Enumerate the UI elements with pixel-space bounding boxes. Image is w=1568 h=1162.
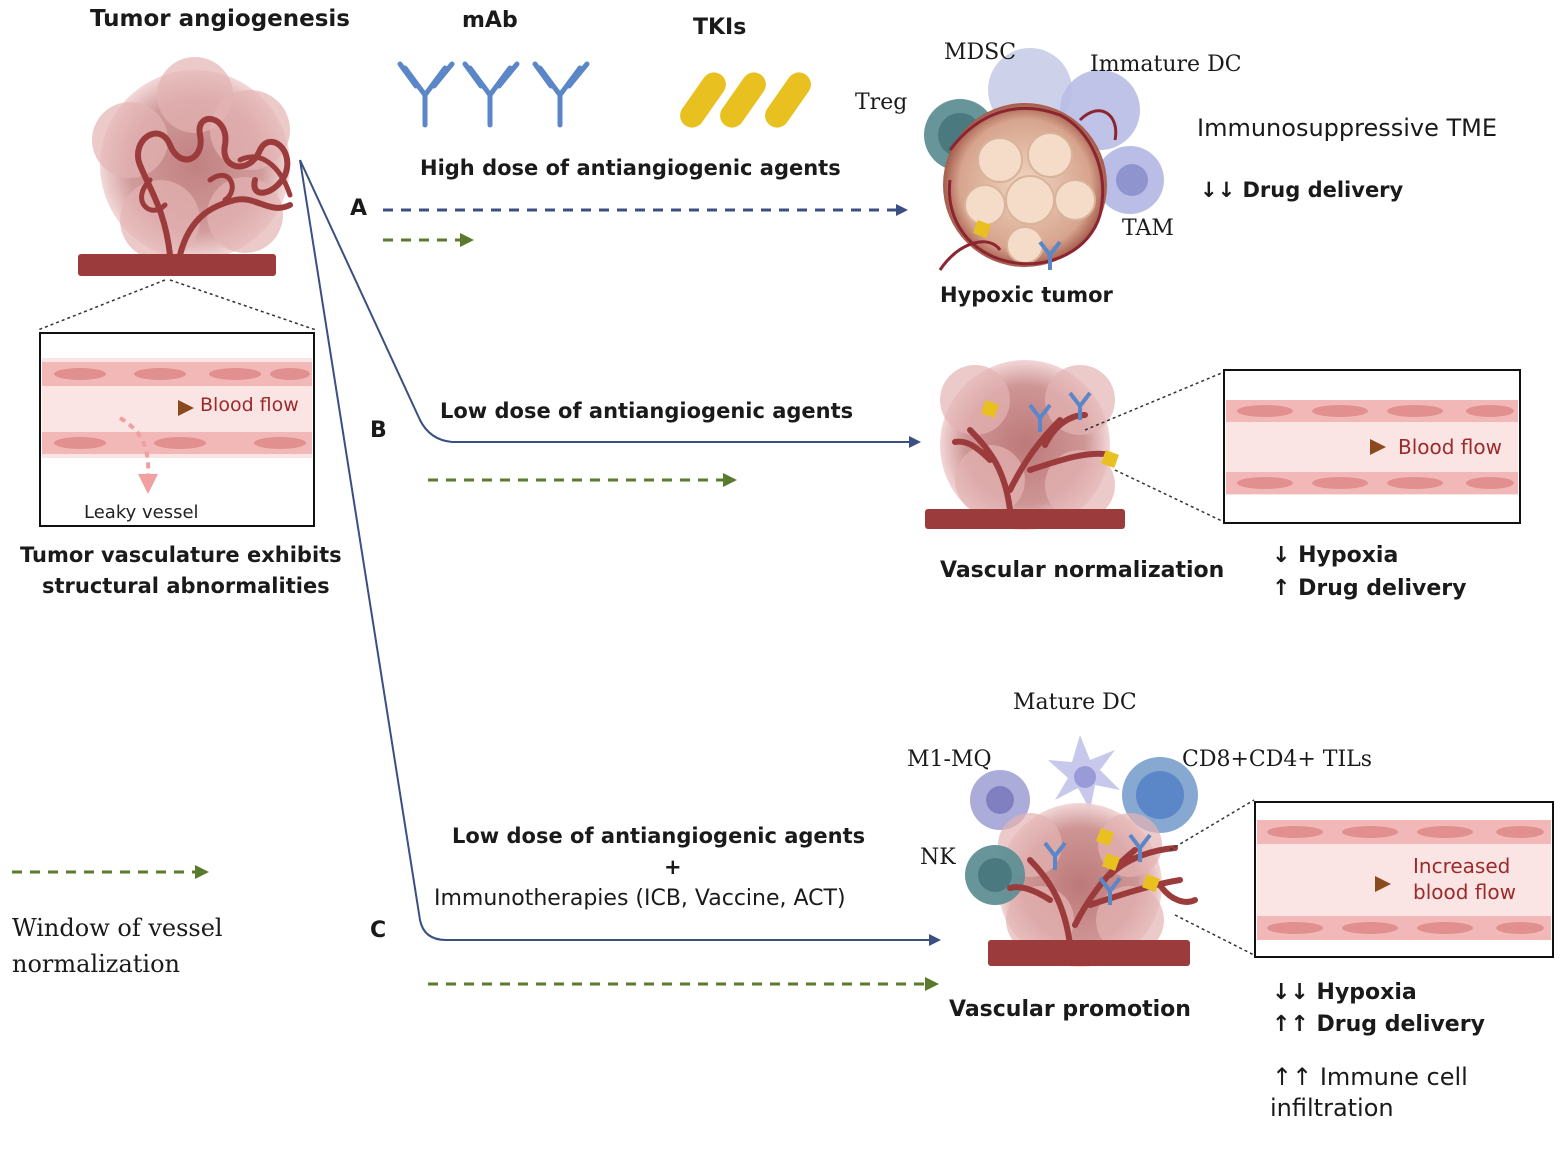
label-pathway-a: A (350, 196, 368, 221)
label-leaky-vessel: Leaky vessel (84, 502, 199, 523)
label-high-dose: High dose of antiangiogenic agents (420, 156, 841, 180)
label-treg: Treg (855, 90, 908, 115)
label-immature-dc: Immature DC (1090, 52, 1242, 77)
label-abnormal-line2: structural abnormalities (42, 574, 330, 598)
label-c-immune-line1: ↑↑ Immune cell (1272, 1063, 1468, 1091)
label-tam: TAM (1122, 216, 1174, 241)
label-tils: CD8+CD4+ TILs (1182, 747, 1373, 772)
tki-pill-icons (680, 72, 811, 128)
vascular-normalization-illustration (925, 360, 1125, 530)
label-mature-dc: Mature DC (1013, 690, 1137, 715)
label-c-plus: + (664, 855, 682, 879)
zoom-line-right (169, 279, 317, 331)
label-pathway-b: B (370, 418, 387, 443)
label-c-hypoxia: ↓↓ Hypoxia (1272, 980, 1417, 1005)
vascular-promotion-illustration (965, 735, 1198, 967)
label-mab: mAb (462, 8, 518, 33)
label-c-flow-line1: Increased (1413, 854, 1511, 878)
label-c-agent-line2: Immunotherapies (ICB, Vaccine, ACT) (434, 886, 846, 911)
label-c-agent-line1: Low dose of antiangiogenic agents (452, 824, 866, 848)
label-left-blood-flow: Blood flow (200, 394, 299, 416)
label-low-dose: Low dose of antiangiogenic agents (440, 399, 854, 423)
title-tumor-angiogenesis: Tumor angiogenesis (90, 6, 350, 32)
label-b-drug-delivery: ↑ Drug delivery (1272, 576, 1467, 601)
leaky-vessel-box (39, 332, 315, 527)
zoom-line-c-bottom (1174, 914, 1255, 956)
label-vascular-normalization: Vascular normalization (940, 558, 1225, 583)
mab-antibody-icons (397, 61, 590, 128)
label-hypoxic-tumor: Hypoxic tumor (940, 283, 1113, 307)
label-b-hypoxia: ↓ Hypoxia (1272, 543, 1399, 568)
label-mdsc: MDSC (944, 40, 1017, 65)
zoom-line-b-bottom (1114, 469, 1225, 523)
label-c-flow-line2: blood flow (1413, 880, 1516, 904)
label-c-immune-line2: infiltration (1270, 1094, 1394, 1122)
label-pathway-c: C (370, 918, 387, 943)
label-a-drug-delivery: ↓↓ Drug delivery (1200, 178, 1404, 202)
label-c-drug-delivery: ↑↑ Drug delivery (1272, 1012, 1485, 1037)
zoom-line-c-top (1169, 799, 1255, 851)
pathway-c-line (299, 159, 941, 946)
label-window-line2: normalization (12, 950, 180, 978)
label-nk: NK (920, 845, 956, 870)
label-b-blood-flow: Blood flow (1398, 435, 1502, 459)
tumor-angiogenesis-illustration (78, 57, 293, 276)
label-vascular-promotion: Vascular promotion (949, 997, 1191, 1022)
hypoxic-tumor-illustration (924, 48, 1164, 271)
zoom-line-b-top (1084, 371, 1225, 431)
label-immunosuppressive-tme: Immunosuppressive TME (1197, 114, 1498, 142)
label-abnormal-line1: Tumor vasculature exhibits (20, 543, 342, 567)
label-window-line1: Window of vessel (12, 914, 223, 942)
normal-vessel-box (1223, 369, 1521, 524)
label-tkis: TKIs (693, 15, 747, 40)
increased-flow-vessel-box (1254, 801, 1554, 958)
label-m1-mq: M1-MQ (907, 747, 992, 772)
zoom-line-left (37, 279, 166, 331)
pathway-b-line (299, 159, 921, 448)
